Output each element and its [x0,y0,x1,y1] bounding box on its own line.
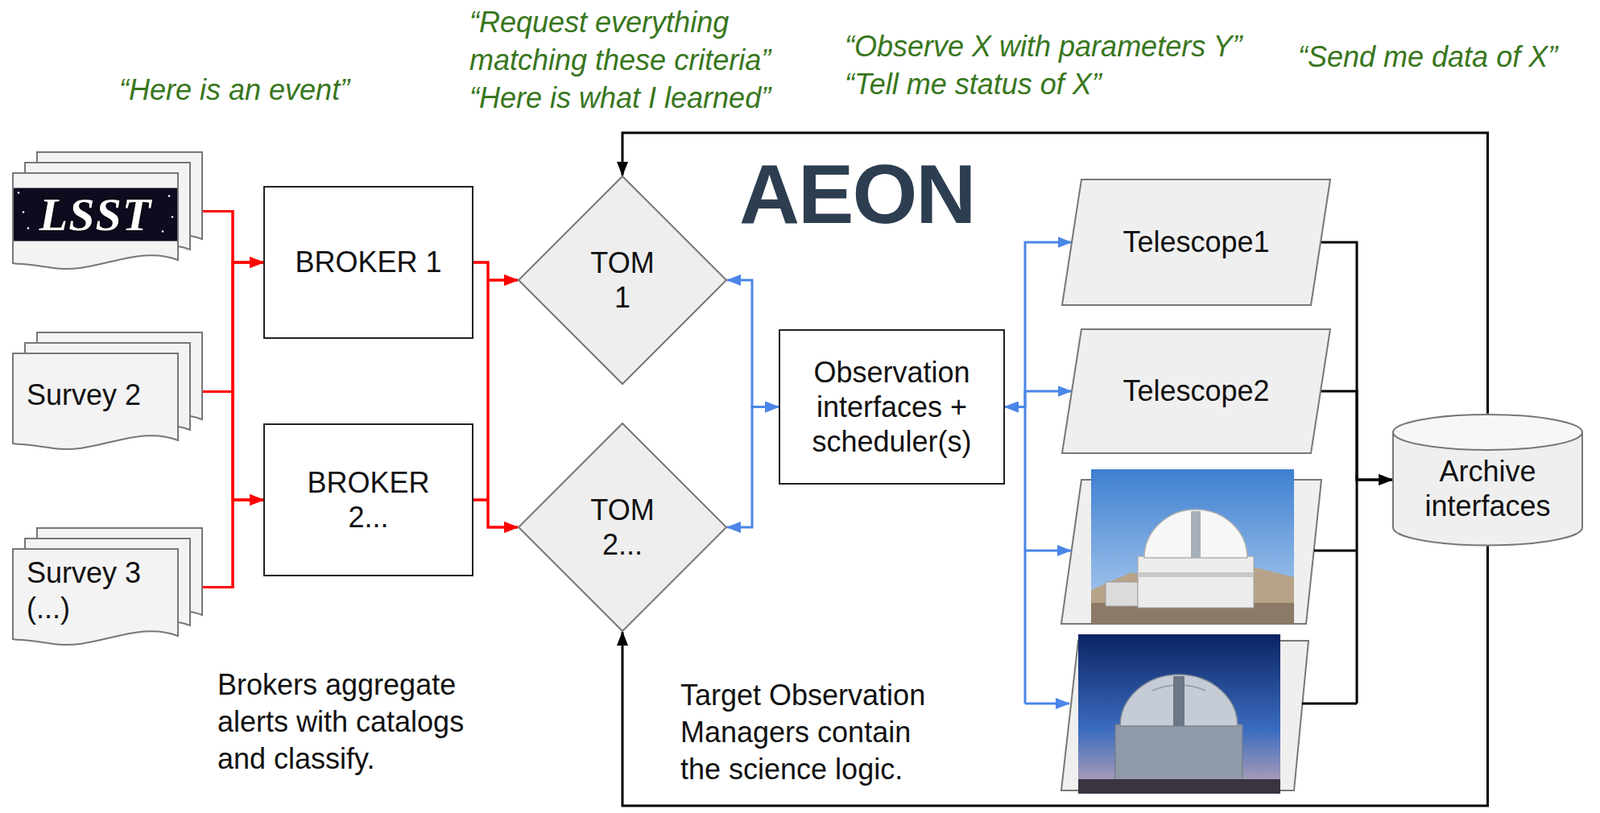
diamond-outline [518,423,727,632]
parallelogram-outline [1062,179,1331,306]
connector [1321,242,1394,480]
text-area: TOM 1 [517,175,728,385]
text-area: BROKER 2... [263,423,474,577]
connector [622,545,1489,807]
connector [473,500,518,528]
logo-star [17,191,21,195]
photo-building [1137,556,1254,608]
observatory-photo [1091,469,1295,625]
photo-ground [1078,779,1281,794]
cylinder-top [1393,414,1583,451]
logo-star [161,230,165,233]
document-page [12,173,178,269]
survey-stack: LSST [12,151,203,272]
node-text: BROKER 2... [304,465,434,535]
box-outline [264,424,473,576]
photo-dome-slit [1173,676,1185,727]
bus-line [1024,406,1027,704]
broker-box: BROKER 1 [263,186,474,340]
tom-diamond-outline [517,422,728,633]
broker-box: BROKER 2... [263,423,474,577]
logo-star [171,215,174,219]
annotation-text: “Request everything matching these crite… [469,3,792,79]
connector [1004,391,1072,408]
photo-sky [1078,634,1281,794]
connector [727,280,779,408]
document-page [12,353,178,450]
photo-band [1137,572,1254,578]
annotation-text: “Here is an event” [119,70,350,109]
photo-building [1115,724,1243,782]
logo-star [22,210,25,214]
node-text: Survey 2 [26,377,141,413]
connector [1321,391,1394,480]
telescope-parallelogram: Telescope2 [1061,328,1332,455]
connector [473,280,518,501]
tom-diamond-outline [517,175,728,385]
logo-star [168,194,171,198]
caption-note: Brokers aggregate alerts with catalogs a… [217,666,492,778]
logo-text: AEON [739,152,975,236]
node-text: BROKER 1 [294,244,442,280]
text-area: TOM 2... [517,422,728,633]
broker-box-outline [263,423,474,577]
branch-line [1025,549,1071,553]
tom-diamond: TOM 1 [517,175,728,385]
photo-sky [1091,469,1295,625]
annotation-text: “Here is what I learned” [469,78,771,117]
survey-stack: Survey 2 [12,331,203,452]
text-area: BROKER 1 [263,186,474,340]
archive-cylinder: Archive interfaces [1392,413,1584,546]
text-area: Archive interfaces [1392,449,1584,529]
branch-line [1302,702,1357,706]
scheduler-box: Observation interfaces + scheduler(s) [778,329,1005,485]
document-page [12,549,178,645]
branch-line [1025,702,1070,706]
photo-dome [1144,509,1248,559]
survey-stack: Survey 3 (...) [12,527,203,648]
text-area: Telescope1 [1081,178,1311,306]
box-outline [779,330,1005,484]
parallelogram-outline [1062,329,1331,454]
annotation-text: “Send me data of X” [1298,37,1558,76]
node-text: Telescope2 [1122,373,1270,409]
photo-dome-slit [1190,511,1201,559]
caption-note: Target Observation Managers contain the … [680,677,947,789]
connector [622,132,1489,414]
logo-star [27,227,30,230]
photo-building [1105,582,1138,607]
tom-diamond: TOM 2... [517,422,728,633]
branch-line [1314,549,1357,553]
annotation-text: “Observe X with parameters Y” [844,27,1243,66]
logo-text: LSST [39,186,152,244]
annotation-text: “Tell me status of X” [844,65,1102,104]
node-text: Observation interfaces + scheduler(s) [795,355,989,460]
connector [727,407,779,529]
text-area: Survey 3 (...) [12,548,179,633]
bus-line [1356,475,1359,704]
text-area: Survey 2 [12,352,179,438]
node-text: TOM 1 [586,245,659,315]
connector [473,262,518,281]
connector [202,500,264,588]
connector [1004,242,1072,408]
telescope-parallelogram: Telescope1 [1061,178,1332,306]
node-text: Archive interfaces [1415,454,1561,524]
text-area: Telescope2 [1081,328,1311,455]
observatory-photo [1078,634,1281,794]
node-text: Telescope1 [1122,224,1270,260]
text-area: Observation interfaces + scheduler(s) [778,329,1005,485]
node-text: TOM 2... [586,492,659,563]
box-outline [264,186,473,339]
text-area: LSST [12,172,179,257]
photo-dome [1120,674,1238,727]
connector [202,262,264,588]
node-text: Survey 3 (...) [26,555,160,625]
connector [473,262,518,528]
diamond-outline [518,176,727,385]
